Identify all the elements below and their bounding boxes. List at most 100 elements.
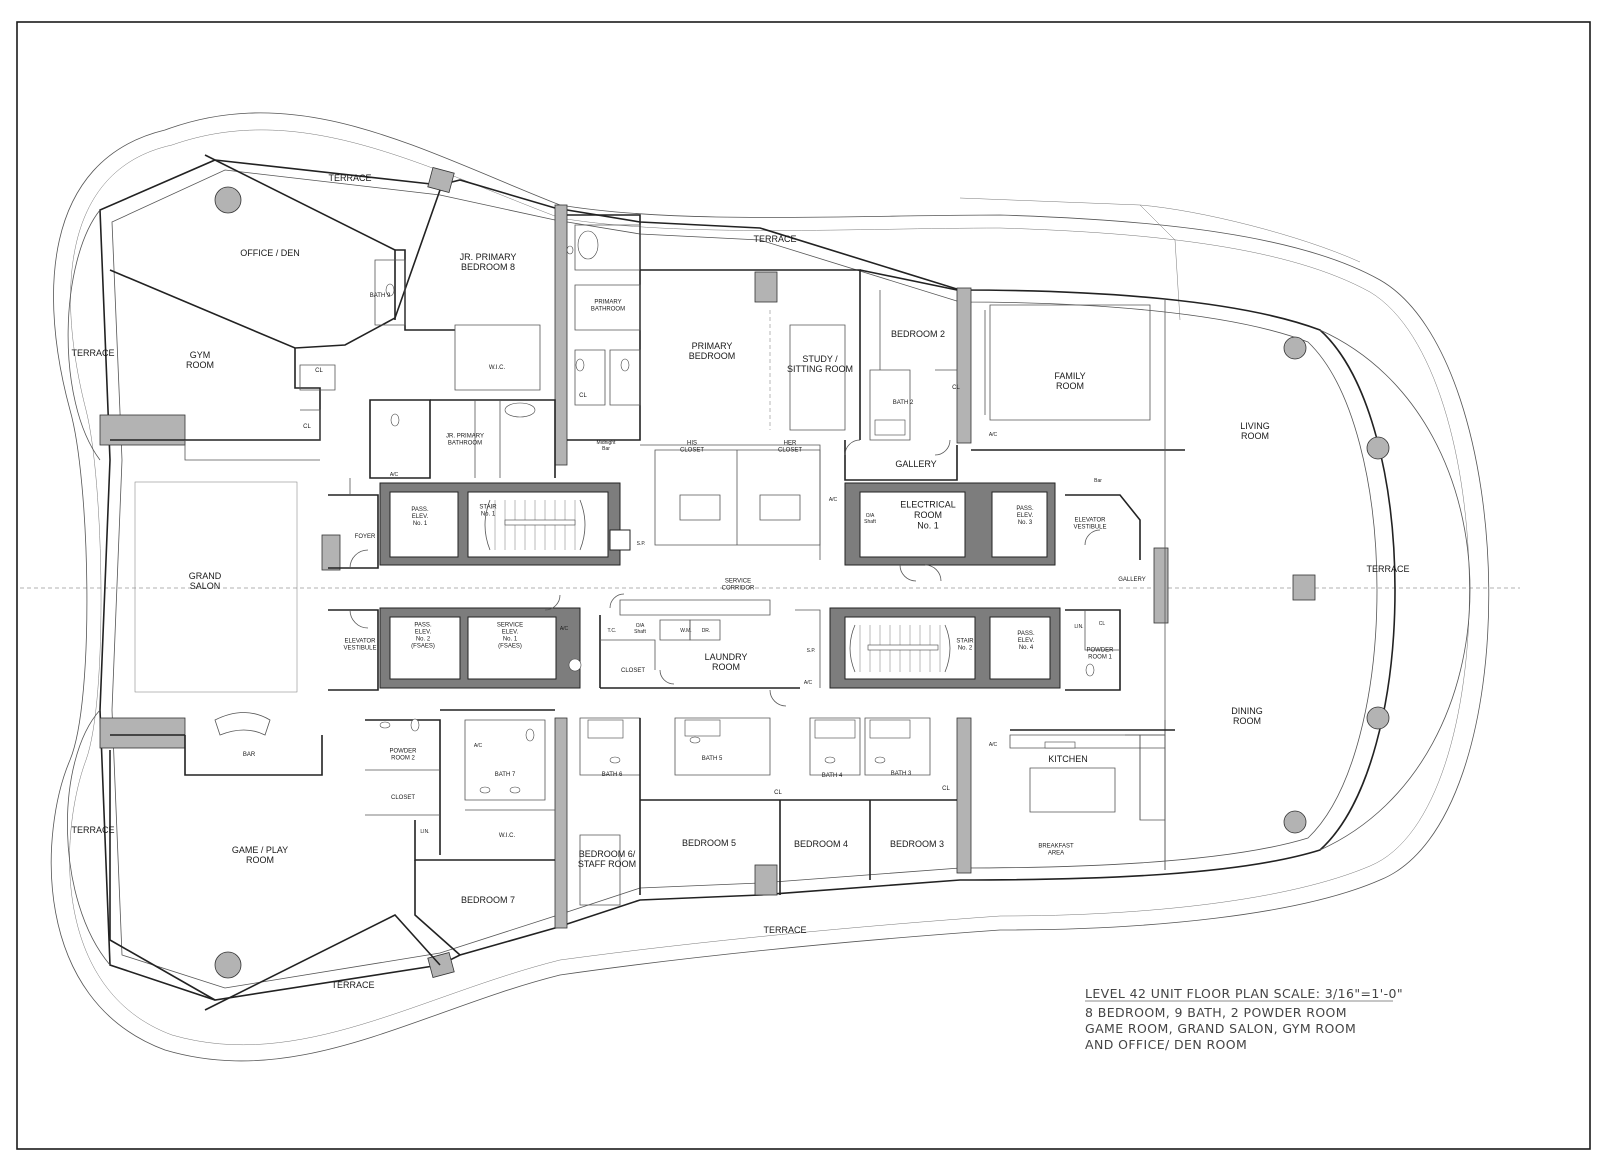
curtain-wall [99,159,1396,1001]
room-label-line: SITTING ROOM [787,364,853,374]
room-label-line: LIN. [1074,624,1083,630]
room-label-line: ROOM [712,662,740,672]
room-label-line: ROOM [914,510,942,520]
room-label-line: CL [579,393,587,399]
room-label: CL [952,385,960,391]
room-label-line: BATHROOM [448,440,482,446]
room-label: OFFICE / DEN [240,248,300,258]
outer-slab-edge-inner [69,129,1470,1046]
room-label-line: TERRACE [1366,564,1409,574]
room-label-line: CORRIDOR [722,585,755,591]
room-label-line: BATH 3 [891,771,912,777]
room-label: W.I.C. [499,833,516,839]
room-label-line: ELEV. [1017,513,1034,519]
room-label-line: ELECTRICAL [900,500,956,510]
curtain-wall-inner [111,169,1378,989]
room-label: A/C [390,472,399,478]
room-label: A/C [804,680,813,686]
room-label-line: GALLERY [1118,577,1146,583]
room-label: BATH 7 [495,772,516,778]
room-label-line: ELEVATOR [344,639,376,645]
room-label: CLOSET [621,668,645,674]
room-label-line: STUDY / [802,354,838,364]
room-label: W.I.C. [489,365,506,371]
room-label: W.M. [680,628,691,634]
room-label: A/C [560,626,569,632]
east-terrace-rail [1319,329,1471,851]
interior-walls [109,154,1185,1011]
room-label-line: BEDROOM 8 [461,262,515,272]
column [321,534,341,571]
room-label-line: ROOM [246,855,274,865]
room-label-line: W.I.C. [499,833,516,839]
room-label-line: STAFF ROOM [578,859,636,869]
room-label-line: DR. [702,628,711,634]
west-terrace-rail-lower [67,709,111,966]
room-label-line: SERVICE [725,579,751,585]
room-label-line: No. 3 [1018,520,1033,526]
room-label-line: LIN. [420,829,429,835]
round-column [1283,810,1307,834]
outer-slab-edge [50,112,1490,1062]
room-label: GALLERY [1118,577,1146,583]
room-label-line: A/C [474,743,483,749]
room-label: LIN. [420,829,429,835]
room-label-line: BEDROOM 6/ [579,849,636,859]
plan-summary-line: 8 BEDROOM, 9 BATH, 2 POWDER ROOM [1085,1005,1347,1020]
room-label-line: Shaft [634,629,646,635]
room-label-line: CLOSET [621,668,645,674]
room-label-line: TERRACE [71,825,114,835]
room-label: T.C. [608,628,617,634]
room-label-line: A/C [989,742,998,748]
room-label-line: A/C [829,497,838,503]
column [554,204,568,466]
room-label: TERRACE [763,925,806,935]
room-label-line: ELEV. [412,514,429,520]
room-label-line: ROOM [1233,716,1261,726]
room-label-line: GYM [190,350,211,360]
room-label-line: GALLERY [895,459,936,469]
room-label-line: S.P. [807,648,816,654]
room-label-line: No. 1 [917,520,939,530]
room-label-line: T.C. [608,628,617,634]
column [99,717,186,749]
room-label: BEDROOM 7 [461,895,515,905]
room-label-line: BATH 9 [370,293,391,299]
room-label: LIN. [1074,624,1083,630]
room-label-line: TERRACE [763,925,806,935]
room-label: BEDROOM 4 [794,839,848,849]
room-label-line: LAUNDRY [705,652,748,662]
round-column [1283,336,1307,360]
room-label-line: ELEVATOR [1074,518,1106,524]
room-label-line: (FSAES) [498,643,522,649]
title-block: LEVEL 42 UNIT FLOOR PLAN SCALE: 3/16"=1'… [1085,986,1403,1052]
room-label: BATH 5 [702,756,723,762]
room-label-line: PASS. [411,507,429,513]
room-label-line: KITCHEN [1048,754,1088,764]
room-label: CL [579,393,587,399]
room-label-line: PASS. [1016,506,1034,512]
room-label-line: O/A [636,623,645,629]
room-label-line: Midnight [597,440,617,446]
room-label-line: GRAND [189,571,222,581]
column [427,167,455,193]
room-label-line: ROOM [1241,431,1269,441]
room-label-line: CL [1099,621,1106,627]
room-label-line: (FSAES) [411,643,435,649]
room-label: CL [303,424,311,430]
column [1292,574,1316,601]
room-label-line: Bar [1094,478,1102,484]
